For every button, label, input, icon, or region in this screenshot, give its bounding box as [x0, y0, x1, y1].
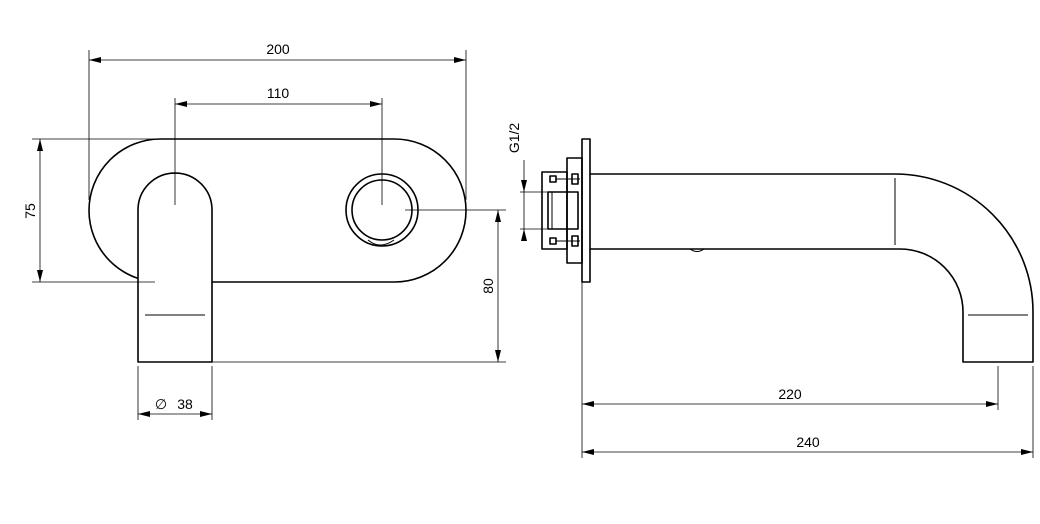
dim-label-thread-size: G1/2: [506, 123, 522, 154]
front-view: 200 110 75 80 ∅ 38: [22, 41, 506, 420]
dim-spout-drop: 80: [480, 210, 501, 362]
dim-plate-width: 200: [89, 41, 466, 63]
dim-label-spout-reach-total: 240: [796, 434, 820, 450]
dim-label-spout-diameter: 38: [177, 396, 193, 412]
dim-spout-reach-total: 240: [582, 434, 1033, 455]
side-view: G1/2 220 240: [506, 123, 1034, 458]
dim-spout-reach-inner: 220: [582, 386, 998, 407]
dim-handle-spacing: 110: [175, 85, 382, 107]
dim-label-plate-width: 200: [266, 41, 290, 57]
wall-flange: [581, 138, 591, 283]
dim-spout-diameter: ∅ 38: [138, 396, 212, 417]
dim-label-spout-drop: 80: [480, 278, 496, 294]
dim-plate-height: 75: [22, 139, 43, 282]
spout-side: [589, 173, 1034, 363]
wall-plate: [88, 138, 467, 283]
aerator-mark: [689, 248, 705, 252]
dim-thread-size: G1/2: [506, 123, 527, 241]
dim-label-spout-reach-inner: 220: [778, 386, 802, 402]
dim-label-diameter-symbol: ∅: [155, 396, 167, 412]
dim-label-plate-height: 75: [22, 203, 38, 219]
threaded-connector: [541, 171, 580, 250]
dim-label-handle-spacing: 110: [267, 85, 290, 101]
